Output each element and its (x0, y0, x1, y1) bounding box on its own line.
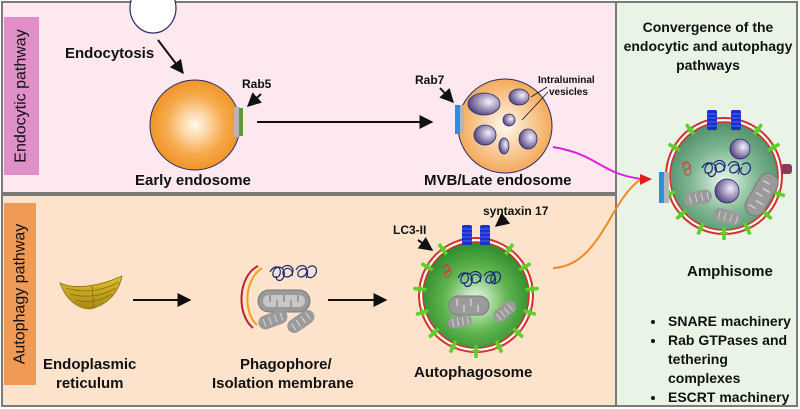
lc3-ii-spike-cap (527, 308, 532, 317)
lc3-ii-spike-cap (424, 263, 431, 271)
lc3-ii-spike-cap (530, 285, 534, 294)
intraluminal-pointer (530, 86, 548, 98)
autophagy-pathway-label: Autophagy pathway (4, 203, 36, 385)
lc3-ii-spike-cap (494, 343, 503, 349)
phagophore-membrane-outer (240, 265, 259, 329)
phagophore-membrane-inner (246, 267, 263, 326)
mechanism-item: SNARE machinery (666, 312, 800, 331)
intraluminal-vesicle (508, 88, 530, 106)
lc3-ii-spike-cap (514, 328, 522, 337)
intraluminal-vesicle (467, 92, 501, 116)
lc3-ii-spike-cap (521, 263, 528, 271)
lc3-ii-spike-cap (671, 143, 678, 152)
lc3-ii-spike-cap (430, 328, 438, 337)
syntaxin-17 (462, 225, 490, 245)
rab7-label: Rab7 (415, 73, 445, 87)
autophagy-convergence-arrow (552, 179, 641, 269)
phagophore-label-line1: Phagophore/ (240, 356, 332, 373)
syntaxin-label: syntaxin 17 (483, 204, 549, 218)
lc3-ii-spike-cap (762, 210, 770, 218)
intraluminal-vesicle (498, 137, 510, 155)
intraluminal-vesicle (714, 178, 740, 204)
mitochondrion (448, 295, 490, 316)
rab7-marker (659, 172, 664, 203)
mitochondrion (493, 300, 517, 323)
protein-aggregate-red (681, 161, 692, 176)
protein-aggregate (701, 159, 752, 178)
mitochondrion (713, 208, 741, 225)
mechanism-item: Rab GTPases and tethering complexes (666, 331, 800, 388)
intraluminal-vesicle (473, 124, 497, 146)
lc3-ii-spike-cap (449, 343, 458, 349)
er-label-line2: reticulum (56, 375, 124, 392)
lc3-ii-spike-cap (686, 126, 695, 134)
convergence-title: Convergence of the endocytic and autopha… (623, 19, 793, 73)
intraluminal-label-line2: vesicles (549, 87, 588, 98)
autophagosome-label: Autophagosome (414, 364, 533, 381)
endocytic-convergence-arrow (552, 146, 643, 180)
mitochondrion (258, 309, 288, 330)
intraluminal-vesicle (518, 128, 538, 150)
mitochondrion (684, 189, 712, 207)
rab5-green-band (239, 108, 243, 136)
protein-aggregate (457, 270, 502, 288)
endocytic-vesicle (129, 0, 177, 34)
mechanism-list: SNARE machinery Rab GTPases and tetherin… (652, 312, 800, 407)
protein-aggregate-red (441, 264, 452, 278)
lc3-ii-spike-cap (439, 246, 447, 253)
lc3-label: LC3-II (393, 223, 427, 237)
amphisome-label: Amphisome (687, 263, 773, 280)
lc3-ii-spike-cap (753, 126, 762, 134)
rab5-label: Rab5 (242, 77, 272, 91)
lc3-ii-spike-cap (678, 210, 686, 218)
convergence-arrowhead (640, 174, 652, 185)
mitochondrion (448, 314, 472, 329)
lc3-ii-spike-cap (743, 225, 752, 231)
intraluminal-pointer (521, 91, 549, 121)
lc3-ii-spike-cap (420, 308, 425, 317)
syntaxin-arrow (494, 212, 511, 227)
lc3-ii-spike-cap (770, 143, 777, 152)
rab7-gray-band (460, 105, 464, 134)
rab7-gray-band (664, 172, 669, 203)
mitochondrion (287, 309, 315, 334)
mitochondrion (257, 289, 311, 313)
rab5-marker (234, 107, 240, 137)
er-label-line1: Endoplasmic (43, 356, 137, 373)
intraluminal-label-line1: Intraluminal (538, 75, 595, 86)
rab7-arrow (439, 87, 454, 104)
intraluminal-vesicle (729, 138, 751, 160)
phagophore-label-line2: Isolation membrane (212, 375, 354, 392)
endoplasmic-reticulum (59, 275, 123, 310)
rab5-arrow (246, 92, 263, 107)
early-endosome-label: Early endosome (135, 172, 251, 189)
mechanism-item: ESCRT machinery (666, 388, 800, 407)
lc3-ii-spike-cap (696, 225, 705, 231)
rab7-marker (455, 105, 460, 134)
lc3-ii-spike-cap (776, 189, 781, 198)
lc3-arrow (417, 236, 434, 251)
escrt-marker (781, 164, 792, 174)
endocytic-pathway-label: Endocytic pathway (4, 17, 39, 175)
mitochondrion (744, 172, 779, 217)
lc3-ii-spike-cap (418, 285, 422, 294)
lc3-ii-spike-cap (505, 246, 513, 253)
endocytosis-label: Endocytosis (65, 45, 155, 62)
protein-aggregate (269, 264, 318, 282)
syntaxin-17 (707, 110, 741, 130)
lc3-ii-markers (413, 243, 539, 358)
endocytosis-arrow (157, 39, 184, 75)
mvb-label: MVB/Late endosome (424, 172, 572, 189)
intraluminal-vesicle (502, 113, 516, 127)
early-endosome (149, 79, 241, 171)
